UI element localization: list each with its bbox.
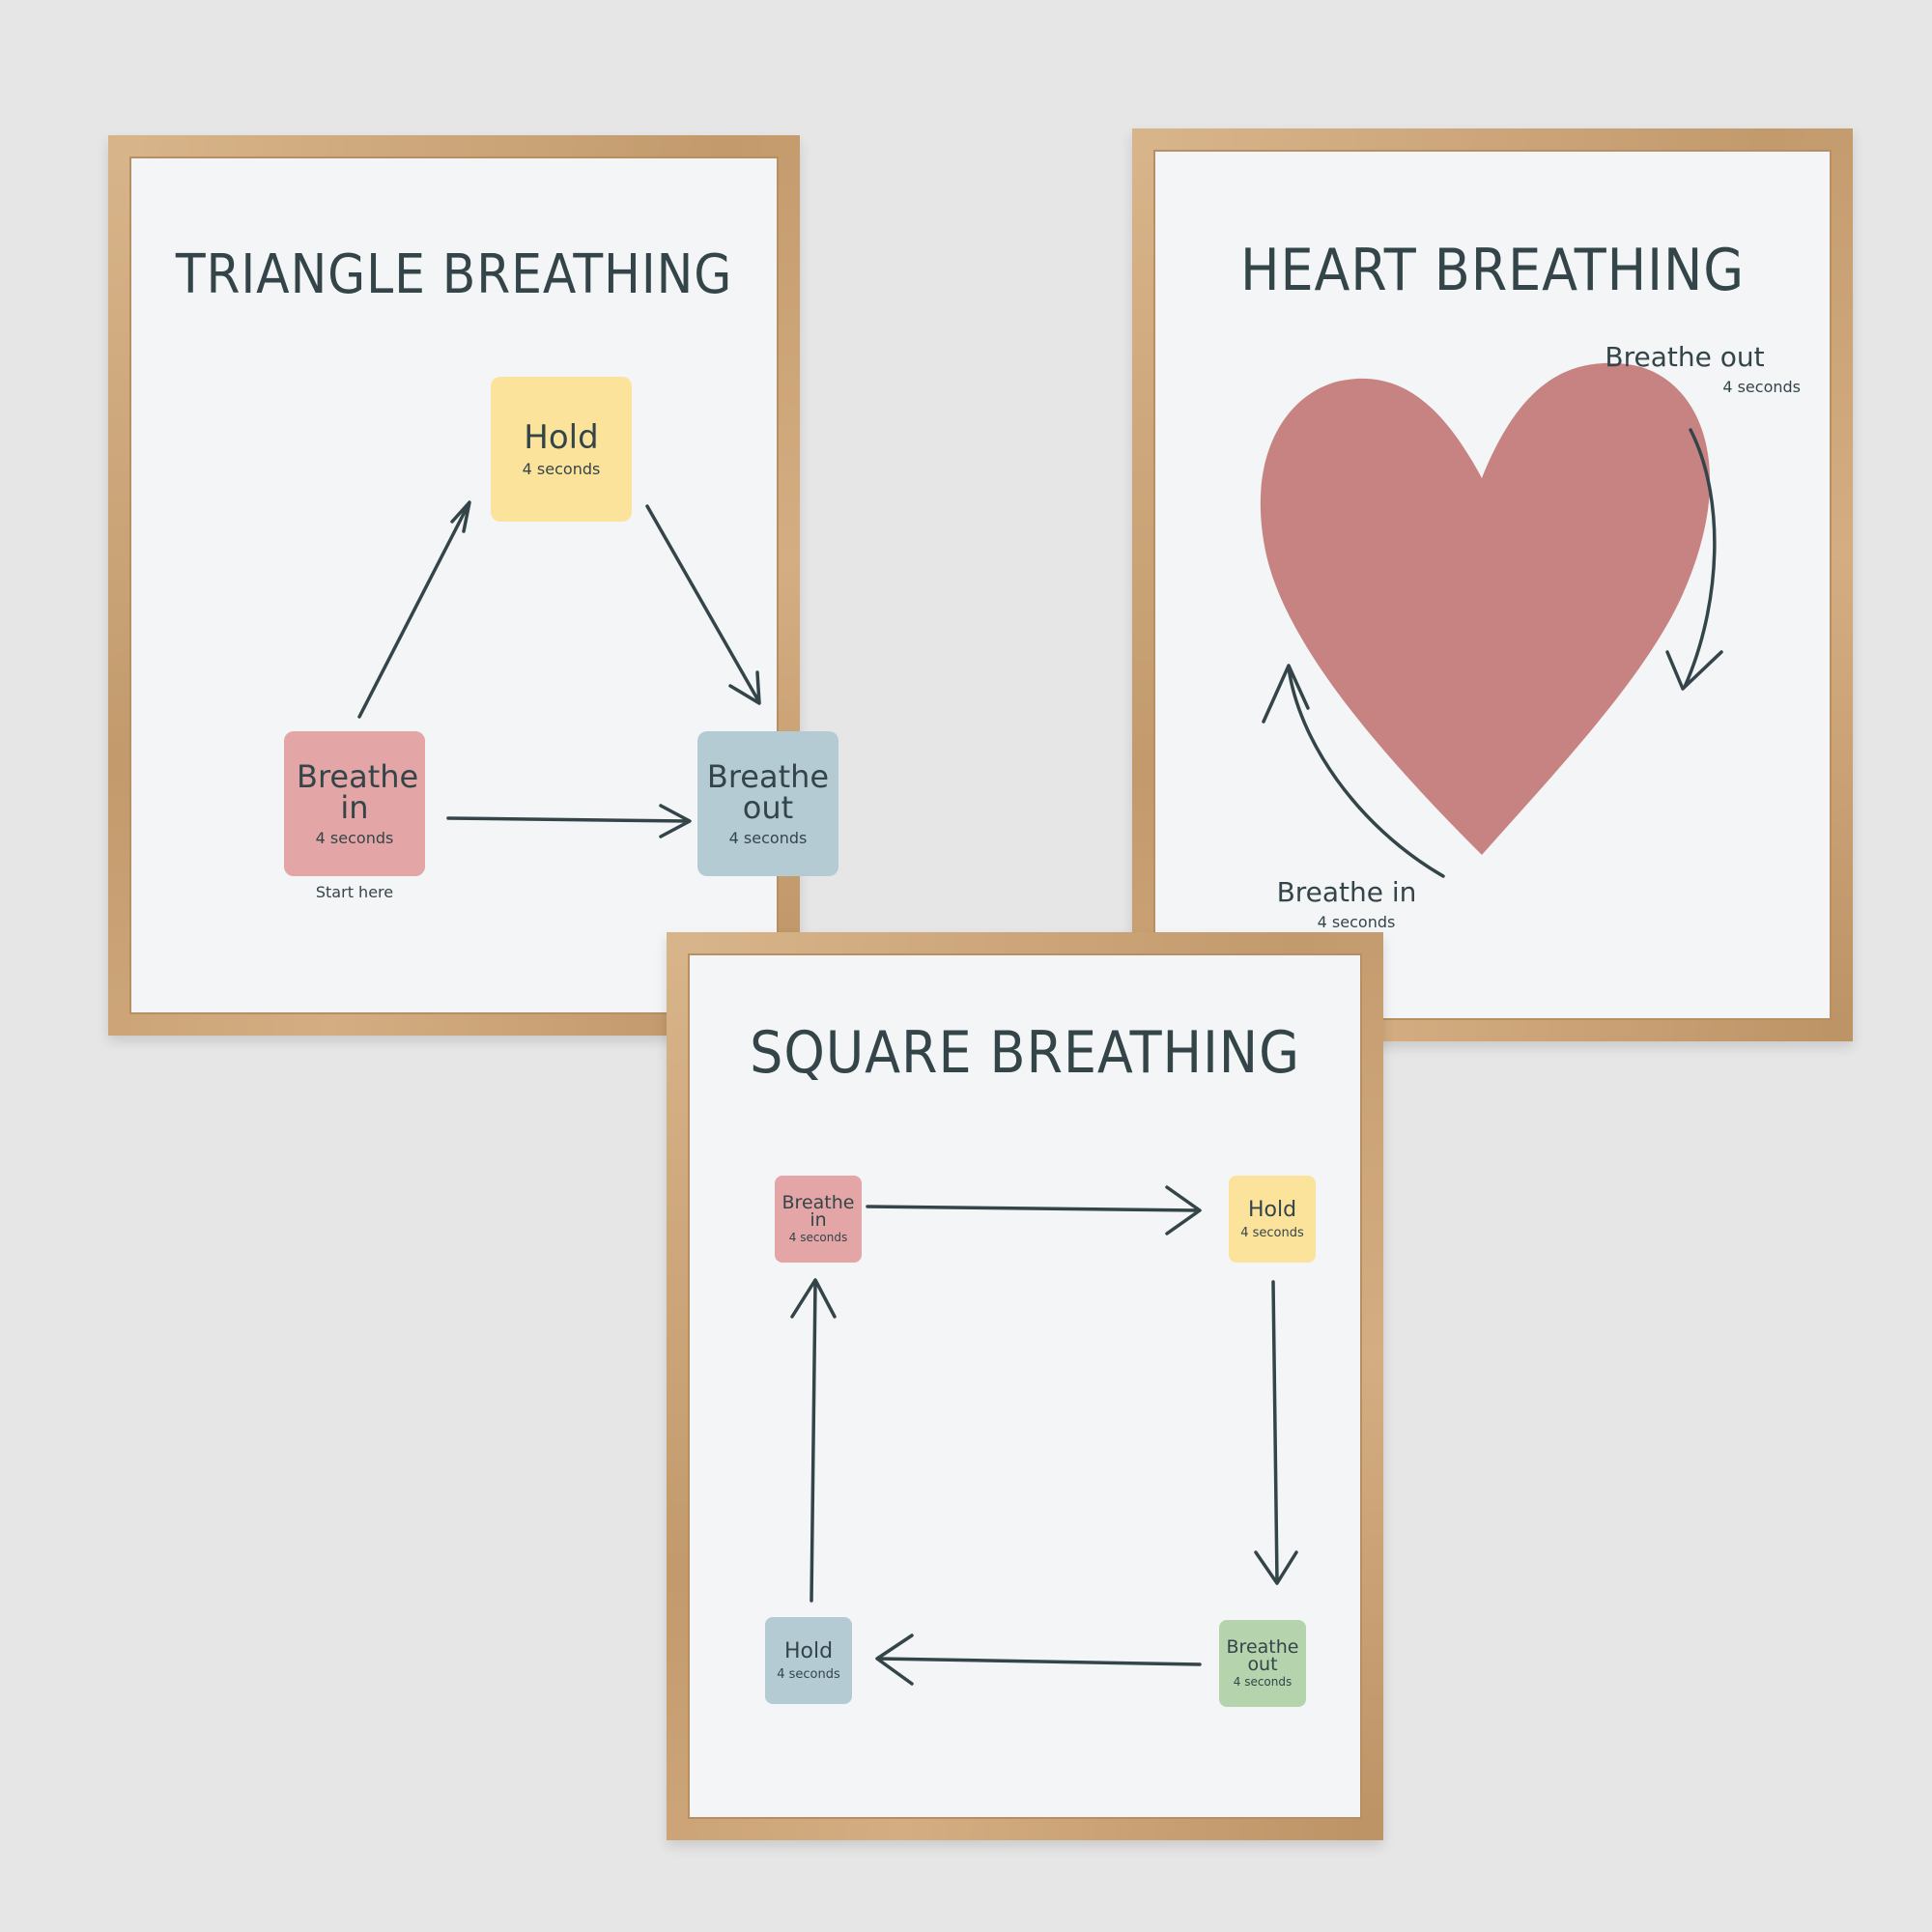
triangle-breathing-poster: TRIANGLE BREATHING Hold 4 seconds Breath… [108,135,838,1036]
triangle-arrows [357,500,761,838]
arrow-breathe-in-curve [1262,664,1445,878]
square-title: SQUARE BREATHING [750,1019,1300,1087]
square-breathe-in-duration: 4 seconds [788,1230,848,1244]
arrow-hold-to-breathe-out [645,504,761,705]
square-hold-top-duration: 4 seconds [1240,1225,1304,1240]
heart-breathe-out-duration: 4 seconds [1722,378,1801,396]
arrow-breathe-in-to-breathe-out [446,804,692,838]
start-here-note: Start here [315,883,394,901]
breathe-out-duration: 4 seconds [728,829,808,847]
arrow-breathe-in-to-hold [357,500,471,719]
square-hold-top-label: Hold [1247,1197,1297,1222]
triangle-title: TRIANGLE BREATHING [175,243,733,306]
arrow-hold-to-breathe-in [790,1278,837,1603]
square-breathing-poster: SQUARE BREATHING Breathe in 4 seconds Ho… [667,932,1383,1840]
arrow-breathe-out-curve [1665,428,1723,691]
square-breathe-in-box: Breathe in 4 seconds [775,1176,862,1263]
square-breathe-out-duration: 4 seconds [1233,1674,1293,1689]
square-arrows [790,1185,1298,1686]
breathe-out-label: Breathe out [706,758,830,826]
breathe-out-box: Breathe out 4 seconds [697,731,838,876]
heart-breathing-poster: HEART BREATHING Breathe out 4 seconds Br… [1132,128,1853,1041]
square-hold-bottom-label: Hold [783,1638,834,1663]
square-breathe-out-label: Breathe out [1226,1636,1299,1675]
breathe-in-label: Breathe in [297,758,419,826]
breathe-in-duration: 4 seconds [315,829,394,847]
square-breathe-out-box: Breathe out 4 seconds [1219,1620,1306,1707]
square-hold-top-box: Hold 4 seconds [1229,1176,1316,1263]
hold-duration: 4 seconds [522,460,601,478]
breathe-in-box: Breathe in 4 seconds [284,731,425,876]
hold-label: Hold [524,418,599,457]
heart-title: HEART BREATHING [1239,237,1746,304]
heart-diagram [1260,362,1723,878]
heart-shape [1260,362,1711,855]
arrow-hold-to-breathe-out [1254,1280,1298,1585]
arrow-breathe-in-to-hold [866,1185,1202,1236]
arrow-breathe-out-to-hold [875,1634,1202,1686]
square-breathe-in-label: Breathe in [781,1192,855,1231]
heart-breathe-in-label: Breathe in [1276,876,1417,908]
heart-breathe-out-label: Breathe out [1605,341,1765,373]
square-hold-bottom-duration: 4 seconds [777,1666,840,1682]
hold-box: Hold 4 seconds [491,377,632,522]
heart-breathe-in-duration: 4 seconds [1317,913,1396,931]
square-hold-bottom-box: Hold 4 seconds [765,1617,852,1704]
